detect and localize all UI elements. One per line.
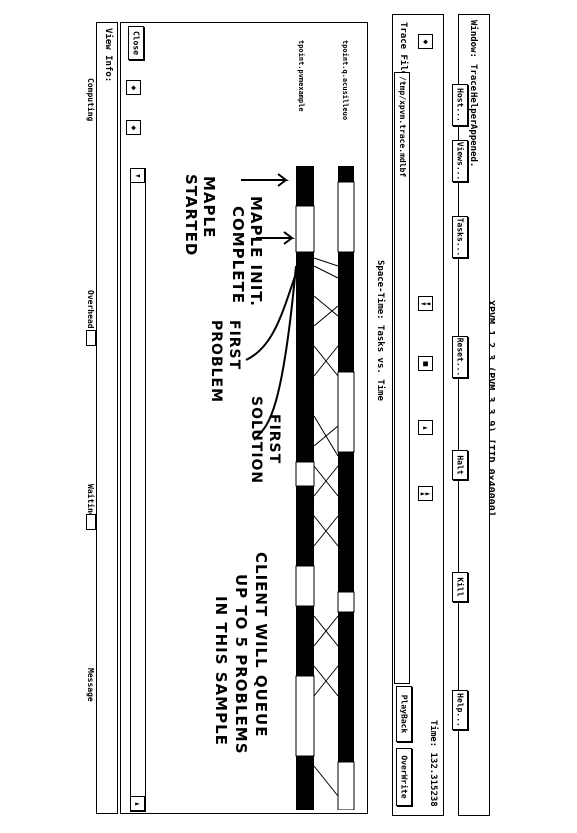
task-names-box [150,26,364,166]
annotation-first-solution: FIRST [266,414,282,465]
bar2-seg3 [338,252,354,372]
space-time-title: Space-Time: Tasks vs. Time [375,260,385,401]
bar1-seg1 [296,166,314,206]
tasks-button[interactable]: Tasks... [452,216,468,258]
scroll-down-icon[interactable]: ◆ [126,120,141,135]
task-bar-2 [337,166,355,810]
annotation-first-solution-2: SOLUTION [248,396,264,485]
trace-file-value: /tmp/xpvm.trace.mdlbf [398,76,407,178]
task-name-1: tpoint.q.acusilleuo [341,40,349,121]
bar2-seg5 [338,452,354,592]
annotation-client-queue-1: CLIENT WILL QUEUE [252,552,270,738]
bar2-seg4 [337,371,355,453]
annotation-maple-started: MAPLE [200,176,218,239]
task-name-2: tpoint.pvmexample [297,40,305,112]
annotation-client-queue-2: UP TO 5 PROBLEMS [232,574,250,755]
bar2-seg1 [338,166,354,182]
legend-computing-label: Computing [86,78,95,122]
annotation-maple-init-complete: MAPLE INIT. [247,196,265,307]
top-left-toggle-icon[interactable]: ◆ [418,34,433,49]
trace-time-readout: Time: 132.315238 [428,720,438,807]
task-bar-1 [295,166,315,810]
view-info-panel [96,22,118,814]
legend-waiting-swatch [86,514,96,530]
bar1-seg5 [296,486,314,566]
fast-forward-icon[interactable]: ►► [418,486,433,501]
help-button[interactable]: Help... [452,690,468,730]
hosts-button[interactable]: Host... [452,84,468,126]
menu-window-label: Window: [468,20,478,58]
scroll-up-icon[interactable]: ◆ [126,80,141,95]
annotation-first-problem-2: PROBLEM [208,320,224,404]
annotation-maple-init-complete-2: COMPLETE [229,206,247,304]
view-info-label: View Info: [103,28,113,83]
bar1-seg2 [295,205,315,253]
bar1-seg6 [295,565,315,607]
annotation-arrows [241,173,301,441]
bar2-seg6 [337,591,355,613]
annotation-first-problem: FIRST [226,320,242,371]
play-icon[interactable]: ► [418,420,433,435]
bar1-seg8 [295,675,315,757]
annotation-maple-started-2: STARTED [182,174,200,257]
bar1-seg7 [296,606,314,676]
overwrite-toggle[interactable]: OverWrite [396,748,412,806]
bar1-seg9 [296,756,314,810]
message-lines [313,257,339,797]
legend-overhead-swatch [86,330,96,346]
scroll-right-arrow[interactable]: ► [130,796,145,811]
close-button[interactable]: Close [128,26,144,60]
menu-link-helper[interactable]: Helper [468,92,478,125]
bar2-seg7 [338,612,354,762]
trace-file-input[interactable] [394,72,410,684]
menu-link-trace[interactable]: Trace [468,64,478,92]
legend-message-label: Message [86,668,95,702]
halt-button[interactable]: Halt [452,450,468,480]
kill-button[interactable]: Kill [452,572,468,602]
bar1-seg4 [295,461,315,487]
reset-button[interactable]: Reset... [452,336,468,378]
stop-icon[interactable]: ■ [418,356,433,371]
legend-overhead-label: Overhead [86,290,95,329]
annotation-client-queue-3: IN THIS SAMPLE [212,596,230,746]
bar1-seg3 [296,252,314,462]
rewind-icon[interactable]: ◄◄ [418,296,433,311]
legend-waiting-label: Waiting [86,484,95,518]
space-time-graph [241,166,355,810]
views-button[interactable]: Views... [452,140,468,182]
scroll-left-arrow[interactable]: ◄ [130,168,145,183]
menu-link-appened[interactable]: Appened. [468,124,478,168]
time-scrollbar[interactable] [130,168,146,812]
bar2-seg2 [337,181,355,253]
legend-panel [82,22,94,812]
playback-toggle[interactable]: PlayBack [396,686,412,742]
bar2-seg8 [337,761,355,810]
